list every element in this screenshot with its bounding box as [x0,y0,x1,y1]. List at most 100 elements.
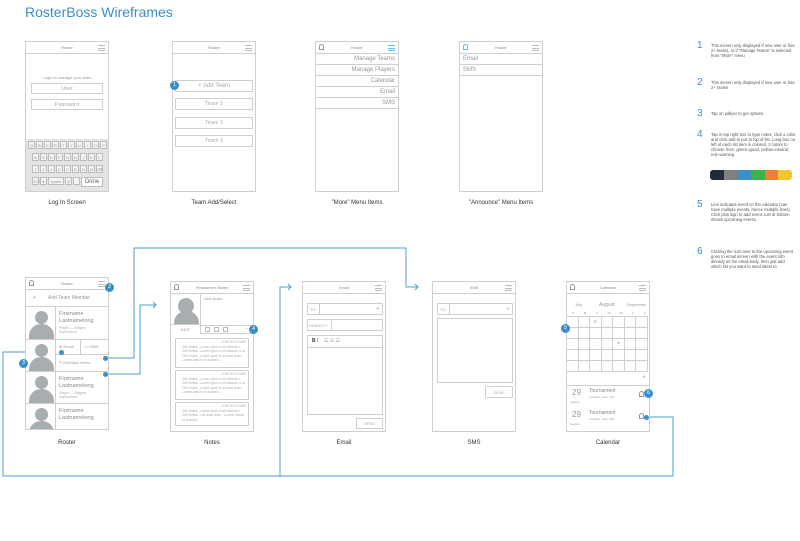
color-box[interactable] [214,327,219,332]
sms-body[interactable] [437,318,513,383]
key[interactable]: C [56,165,63,173]
subject-field[interactable]: SUBJECT: [307,319,383,331]
annotation-pin-4: 4 [249,325,258,334]
key[interactable]: Q [28,141,35,149]
edit-button[interactable]: EDIT [171,325,201,334]
next-month[interactable]: September [627,302,647,307]
menu-icon[interactable] [505,285,512,291]
key[interactable]: B [72,165,79,173]
connector-dot [644,415,649,420]
email-body[interactable]: B I ☰ ☰ ☰ [307,335,383,415]
menu-item[interactable]: SMS [460,65,542,76]
menu-icon[interactable] [98,45,105,51]
key[interactable]: H [72,153,79,161]
player-row[interactable]: Firstname Lastnamelong [26,404,108,429]
key[interactable]: O [92,141,99,149]
connector-to-sms [105,247,418,359]
key[interactable]: Z [40,165,47,173]
key[interactable]: A [32,153,39,161]
event-item[interactable]: 29 August Tournament Location, time, inf… [567,408,649,430]
bell-icon[interactable] [319,44,324,50]
team-item[interactable]: Team 1 [175,98,253,110]
mic-key[interactable]: ● [40,177,47,185]
menu-item[interactable]: Manage Players [316,65,398,76]
color-box[interactable] [223,327,228,332]
player-row[interactable]: Firstname Lastnamelong Player — Singles … [26,307,108,340]
email-option[interactable]: ✉ Email [56,340,81,355]
menu-icon[interactable] [98,281,105,287]
to-field[interactable]: TO:+ [437,303,513,315]
key[interactable]: L [96,153,103,161]
key[interactable]: U [76,141,83,149]
add-arrow-icon[interactable]: → [244,325,250,331]
key[interactable]: D [48,153,55,161]
add-team-button[interactable]: + Add Team [175,80,253,92]
key[interactable]: I [84,141,91,149]
color-picker[interactable]: → [201,325,253,334]
key[interactable]: X [48,165,55,173]
password-input[interactable]: Password [31,99,103,110]
bell-icon[interactable] [570,284,575,290]
key[interactable]: W [36,141,43,149]
key[interactable]: T [60,141,67,149]
player-row[interactable]: Firstname Lastnamelong Player — Singles … [26,372,108,404]
key[interactable]: V [64,165,71,173]
period-key[interactable]: . [73,177,80,185]
sms-option[interactable]: ▭ SMS [81,340,108,355]
key[interactable]: F [56,153,63,161]
space-key[interactable]: space [48,177,64,185]
to-field[interactable]: TO:+ [307,303,383,315]
new-notes-input[interactable]: New Notes... [204,297,226,301]
key[interactable]: S [40,153,47,161]
menu-item[interactable]: Email [460,54,542,65]
key[interactable]: J [80,153,87,161]
send-button[interactable]: SEND [356,418,383,429]
bell-icon[interactable] [639,391,644,397]
backspace-key[interactable]: ⌫ [96,165,103,173]
bell-icon[interactable] [29,280,34,286]
menu-item[interactable]: Manage Teams [316,54,398,65]
team-item[interactable]: Team 1 [175,135,253,147]
key[interactable]: N [80,165,87,173]
player-row-expanded[interactable]: ✉ Email ▭ SMS ✎ Add/View Notes [26,340,108,372]
key[interactable]: P [100,141,107,149]
globe-key[interactable]: ◎ [65,177,72,185]
menu-icon[interactable] [639,285,646,291]
key[interactable]: Y [68,141,75,149]
menu-icon[interactable] [375,285,382,291]
bold-button[interactable]: B [312,338,316,344]
menu-icon[interactable] [243,285,250,291]
shift-key[interactable]: ⇧ [32,165,39,173]
bell-icon[interactable] [463,44,468,50]
key[interactable]: E [44,141,51,149]
numbers-key[interactable]: 123 [32,177,40,185]
key[interactable]: K [88,153,95,161]
done-key[interactable]: Done [81,177,103,187]
menu-item[interactable]: Email [316,87,398,98]
user-input[interactable]: User [31,83,103,94]
menu-icon[interactable] [245,45,252,51]
menu-item[interactable]: SMS [316,98,398,109]
add-team-member-button[interactable]: +Add Team Member [26,290,108,307]
send-button[interactable]: SEND [485,386,513,398]
key[interactable]: M [88,165,95,173]
color-box[interactable] [205,327,210,332]
event-item[interactable]: 29 August Tournament Location, time, inf… [567,386,649,408]
bell-icon[interactable] [174,284,179,290]
italic-button[interactable]: I [317,338,319,344]
team-item[interactable]: Team 1 [175,117,253,129]
menu-icon[interactable] [388,45,395,51]
menu-item[interactable]: Calendar [316,76,398,87]
notes-option[interactable]: ✎ Add/View Notes [59,361,90,365]
prev-month[interactable]: July [575,302,583,307]
bell-icon[interactable] [639,413,644,419]
calendar-grid[interactable]: ≡ = [567,316,648,372]
key[interactable]: G [64,153,71,161]
key[interactable]: R [52,141,59,149]
add-event-icon[interactable]: + [641,374,646,381]
menu-icon[interactable] [532,45,539,51]
